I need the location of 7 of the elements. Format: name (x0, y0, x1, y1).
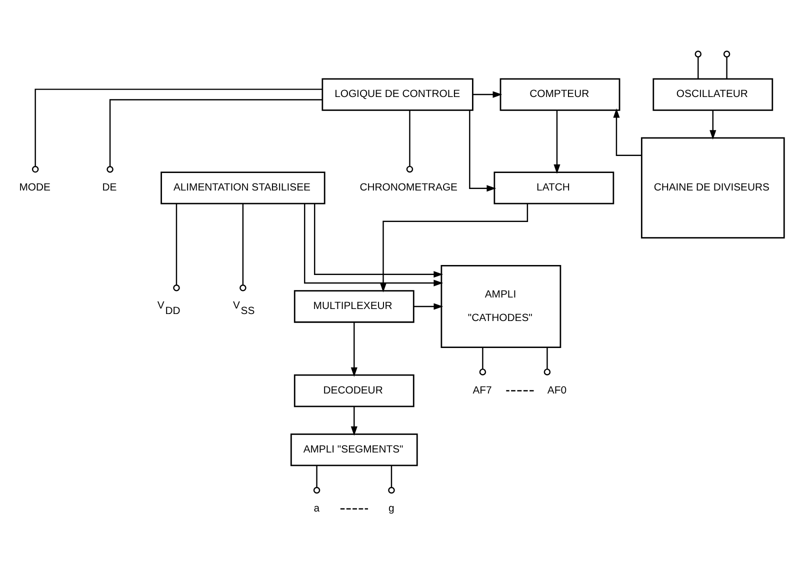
node-text: a (314, 503, 320, 514)
node-text: DE (102, 182, 117, 194)
node-text: AF7 (472, 384, 492, 396)
node-text: g (388, 503, 394, 514)
node-text: CHRONOMETRAGE (360, 182, 458, 194)
node-text: MODE (19, 182, 50, 194)
node-text: AF0 (547, 384, 567, 396)
